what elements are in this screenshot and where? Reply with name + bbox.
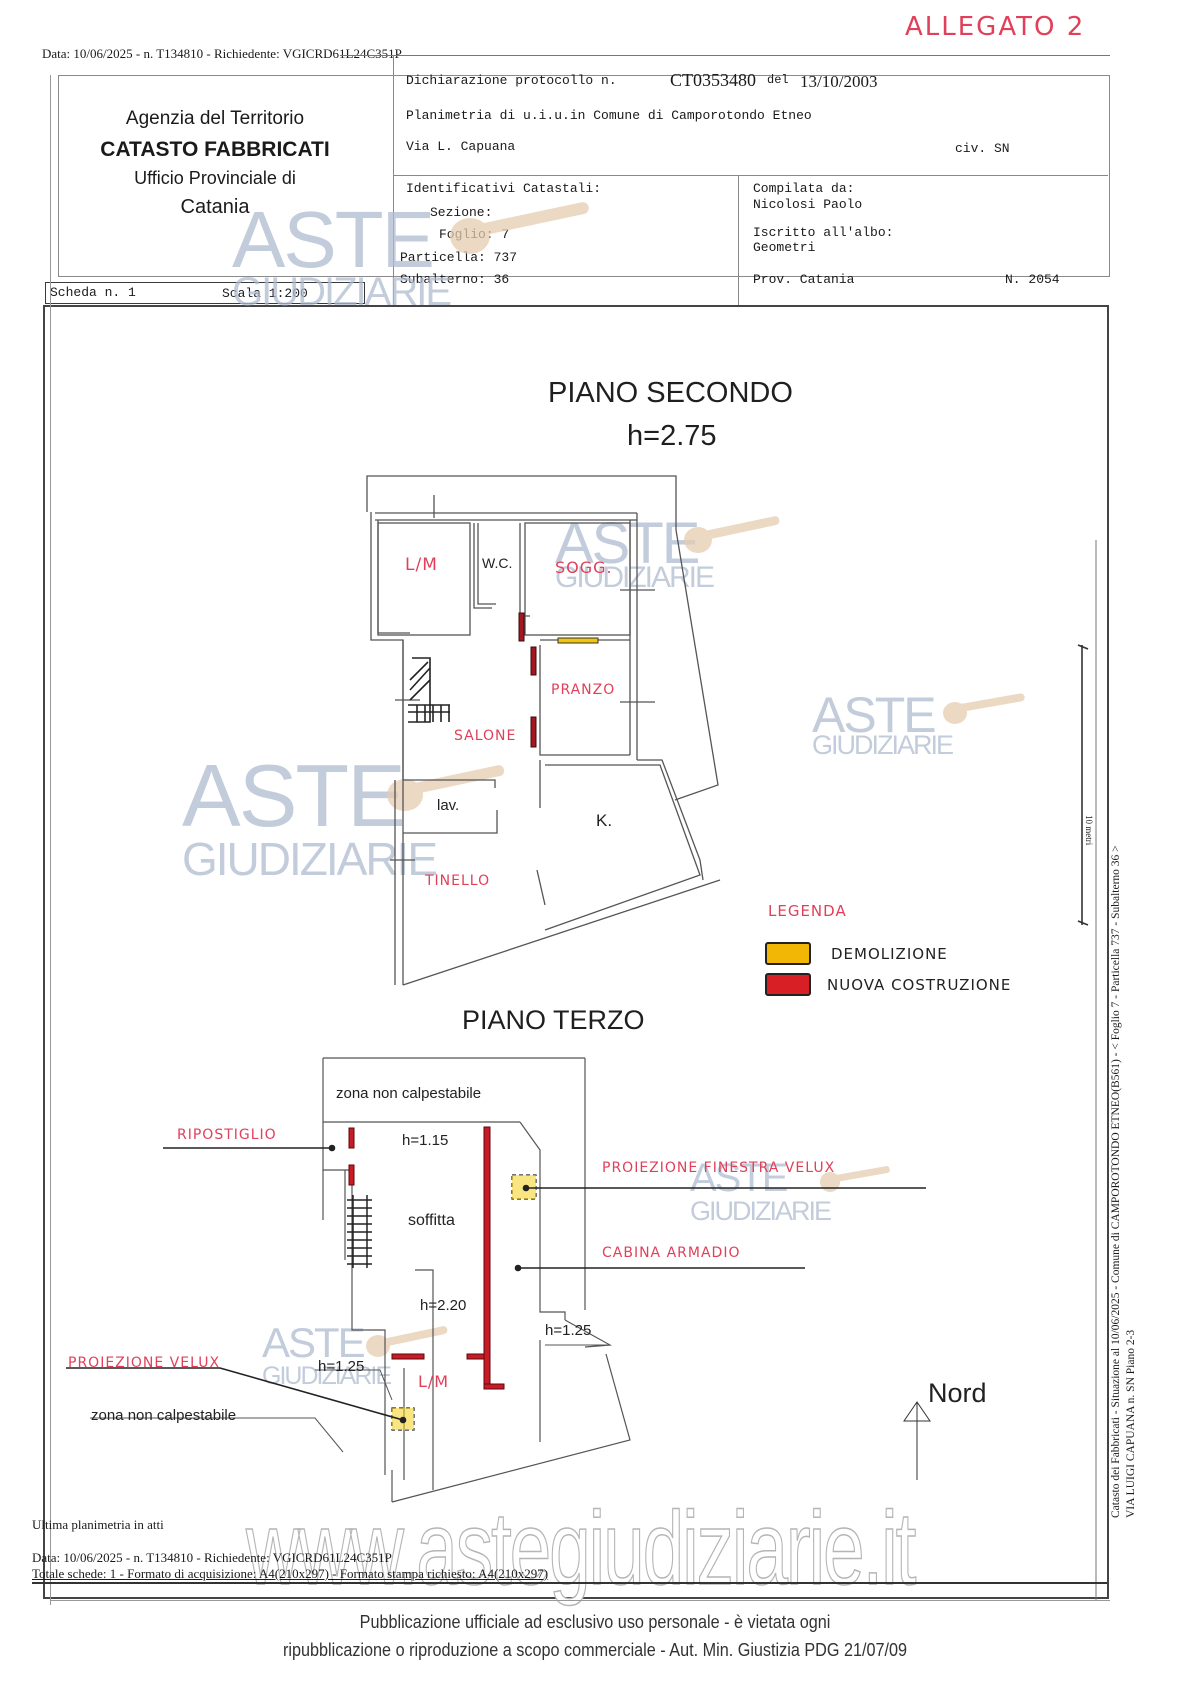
watermark-giudiziarie-3: GIUDIZIARIE [812, 730, 954, 760]
declaration-number: CT0353480 [670, 70, 757, 90]
callout-proiezione-finestra-velux: PROIEZIONE FINESTRA VELUX [602, 1160, 836, 1176]
header-mid-rule [393, 175, 1108, 176]
drawing-frame [43, 305, 1109, 1599]
legend-item-nuova-costruzione: NUOVA COSTRUZIONE [765, 973, 1011, 996]
zona-non-calpestabile-bottom: zona non calpestabile [91, 1407, 237, 1424]
watermark-aste-3: ASTE [812, 687, 937, 743]
declaration-date: 13/10/2003 [800, 72, 878, 91]
watermark-site: www.astegiudiziarie.it [245, 1490, 917, 1608]
room-wc: W.C. [482, 555, 513, 571]
address-line: Via L. Capuana [406, 139, 516, 154]
scale-bar-label: 10 metri [1084, 815, 1094, 846]
particella-field: Particella: 737 [400, 250, 518, 265]
civic-number: civ. SN [955, 141, 1010, 156]
watermark-giudiziarie-6: GIUDIZIARIE [262, 1362, 392, 1390]
identificativi-title: Identificativi Catastali: [406, 181, 602, 196]
footer-data-line: Data: 10/06/2025 - n. T134810 - Richiede… [32, 1550, 392, 1565]
header-rule [340, 55, 1110, 56]
watermark-giudiziarie-2: GIUDIZIARIE [555, 561, 715, 594]
allegato-annotation: ALLEGATO 2 [905, 12, 1086, 42]
height-220: h=2.20 [420, 1297, 467, 1314]
header-divider [393, 55, 394, 305]
callout-ripostiglio: RIPOSTIGLIO [177, 1127, 277, 1143]
legend-title: LEGENDA [768, 902, 847, 920]
albo-number: N. 2054 [1005, 272, 1060, 287]
zona-non-calpestabile-top: zona non calpestabile [336, 1085, 482, 1102]
publication-notice-2: ripubblicazione o riproduzione a scopo c… [282, 1640, 908, 1660]
legend-label: NUOVA COSTRUZIONE [827, 975, 1012, 994]
room-lav: lav. [437, 797, 460, 814]
watermark-giudiziarie-1: GIUDIZIARIE [232, 270, 452, 314]
room-salone: SALONE [454, 728, 517, 744]
sezione-field: Sezione: [430, 205, 493, 220]
declaration-label: Dichiarazione protocollo n. [406, 73, 617, 88]
piano-terzo-title: PIANO TERZO [462, 1005, 645, 1035]
height-115: h=1.15 [402, 1132, 449, 1149]
north-label: Nord [928, 1378, 987, 1408]
room-soffitta: soffitta [408, 1212, 455, 1229]
scheda-box [45, 282, 365, 304]
agency-city: Catania [180, 196, 250, 218]
subalterno-field: Subalterno: 36 [400, 272, 510, 287]
footer-rule [32, 1582, 1107, 1584]
legend-label: DEMOLIZIONE [831, 944, 948, 963]
watermark-giudiziarie-5: GIUDIZIARIE [690, 1196, 832, 1226]
legend-swatch-red [765, 973, 811, 996]
callout-proiezione-velux: PROIEZIONE VELUX [68, 1355, 221, 1371]
watermark-aste-4: ASTE [182, 746, 406, 845]
watermark-aste-5: ASTE [690, 1156, 788, 1200]
footer-thin-rule [50, 1600, 1110, 1601]
declaration-del-label: del [767, 73, 789, 87]
room-pranzo: PRANZO [551, 682, 616, 698]
header-request-line: Data: 10/06/2025 - n. T134810 - Richiede… [42, 46, 402, 61]
room-sogg: SOGG. [555, 558, 613, 577]
height-125-right: h=1.25 [545, 1322, 592, 1339]
footer-totale-line: Totale schede: 1 - Formato di acquisizio… [32, 1566, 549, 1581]
room-kitchen: K. [596, 811, 613, 830]
footer-ultima: Ultima planimetria in atti [32, 1517, 164, 1532]
agency-ufficio: Ufficio Provinciale di [134, 168, 296, 188]
agency-name: Agenzia del Territorio [125, 108, 305, 129]
header-frame [58, 75, 1110, 277]
room-tinello: TINELLO [425, 873, 491, 889]
compilata-label: Compilata da: [753, 181, 855, 196]
side-catasto-text: Catasto dei Fabbricati - Situazione al 1… [1110, 845, 1122, 1518]
height-125-left: h=1.25 [318, 1358, 365, 1375]
north-arrow-icon [903, 1401, 931, 1480]
callout-cabina-armadio: CABINA ARMADIO [602, 1245, 741, 1261]
watermark-aste-6: ASTE [262, 1319, 366, 1366]
room-lm-terzo: L/M [418, 1372, 450, 1391]
albo-value: Geometri [753, 240, 816, 255]
legend-swatch-yellow [765, 942, 811, 965]
room-lm: L/M [405, 555, 438, 575]
planimetria-line: Planimetria di u.i.u.in Comune di Campor… [406, 108, 812, 123]
legend-item-demolizione: DEMOLIZIONE [765, 942, 948, 965]
scheda-number: Scheda n. 1 [50, 285, 136, 300]
compilata-divider [738, 175, 739, 305]
side-address-text: VIA LUIGI CAPUANA n. SN Piano 2-3 [1125, 1329, 1137, 1518]
albo-label: Iscritto all'albo: [753, 225, 894, 240]
publication-notice-1: Pubblicazione ufficiale ad esclusivo uso… [359, 1612, 831, 1632]
piano-secondo-height: h=2.75 [627, 420, 717, 452]
piano-secondo-title: PIANO SECONDO [548, 377, 793, 409]
compilata-name: Nicolosi Paolo [753, 197, 863, 212]
scala-value: Scala 1:200 [222, 286, 308, 301]
province: Prov. Catania [753, 272, 855, 287]
agency-catasto: CATASTO FABBRICATI [100, 138, 330, 161]
watermark-aste-1: ASTE [232, 195, 435, 284]
inner-left-rule [50, 75, 51, 1605]
